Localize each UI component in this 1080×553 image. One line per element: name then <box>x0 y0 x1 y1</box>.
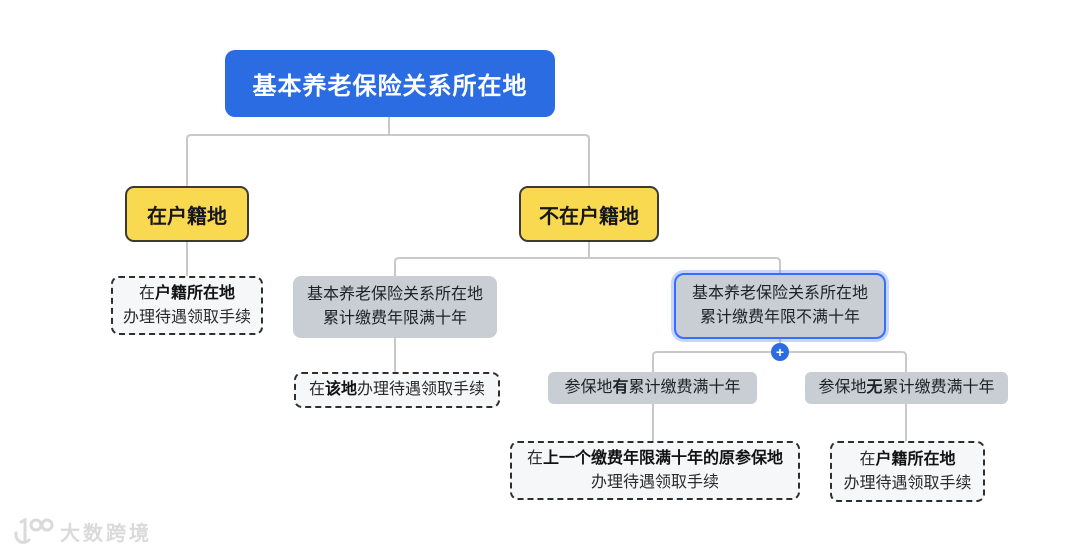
result-line2: 办理待遇领取手续 <box>843 474 972 492</box>
node-result-hukou-right[interactable]: 在户籍所在地 办理待遇领取手续 <box>830 441 985 502</box>
node-label-line1: 基本养老保险关系所在地 <box>691 285 868 302</box>
node-label-line1: 基本养老保险关系所在地 <box>306 286 483 303</box>
plus-symbol: + <box>775 344 785 360</box>
node-pension-location-root[interactable]: 基本养老保险关系所在地 <box>225 50 555 117</box>
result-line2: 办理待遇领取手续 <box>122 308 251 326</box>
watermark-100-logo <box>14 517 54 544</box>
node-not-in-hukou[interactable]: 不在户籍地 <box>519 186 659 242</box>
node-result-local[interactable]: 在该地办理待遇领取手续 <box>294 372 500 408</box>
node-in-hukou[interactable]: 在户籍地 <box>125 186 249 242</box>
node-label: 在户籍地 <box>147 205 227 228</box>
connector-nothukou-children <box>394 257 781 276</box>
node-label: 不在户籍地 <box>539 205 639 228</box>
watermark-brand: 大数跨境 <box>60 522 152 545</box>
node-result-hukou-left[interactable]: 在户籍所在地 办理待遇领取手续 <box>111 276 263 335</box>
result-line1: 在上一个缴费年限满十年的原参保地 <box>526 449 784 467</box>
node-label-line2: 累计缴费年限满十年 <box>322 310 467 327</box>
result-line2: 办理待遇领取手续 <box>590 473 719 491</box>
node-label: 参保地无累计缴费满十年 <box>818 379 995 396</box>
connector-root-children <box>186 134 590 186</box>
node-joined-lt10[interactable]: 参保地无累计缴费满十年 <box>805 372 1008 404</box>
result-line1: 在户籍所在地 <box>859 450 956 468</box>
node-joined-ge10[interactable]: 参保地有累计缴费满十年 <box>548 372 757 404</box>
result-line: 在该地办理待遇领取手续 <box>308 381 486 398</box>
node-label-line2: 累计缴费年限不满十年 <box>699 309 860 326</box>
node-label: 基本养老保险关系所在地 <box>252 73 528 100</box>
result-line1: 在户籍所在地 <box>138 284 236 302</box>
node-years-ge10[interactable]: 基本养老保险关系所在地 累计缴费年限满十年 <box>293 276 497 338</box>
watermark: 大数跨境 <box>12 516 152 546</box>
expand-plus-icon[interactable]: + <box>771 343 789 361</box>
node-years-lt10-selected[interactable]: 基本养老保险关系所在地 累计缴费年限不满十年 <box>674 273 886 339</box>
node-result-prev-place[interactable]: 在上一个缴费年限满十年的原参保地 办理待遇领取手续 <box>510 441 800 500</box>
node-label: 参保地有累计缴费满十年 <box>564 379 741 396</box>
